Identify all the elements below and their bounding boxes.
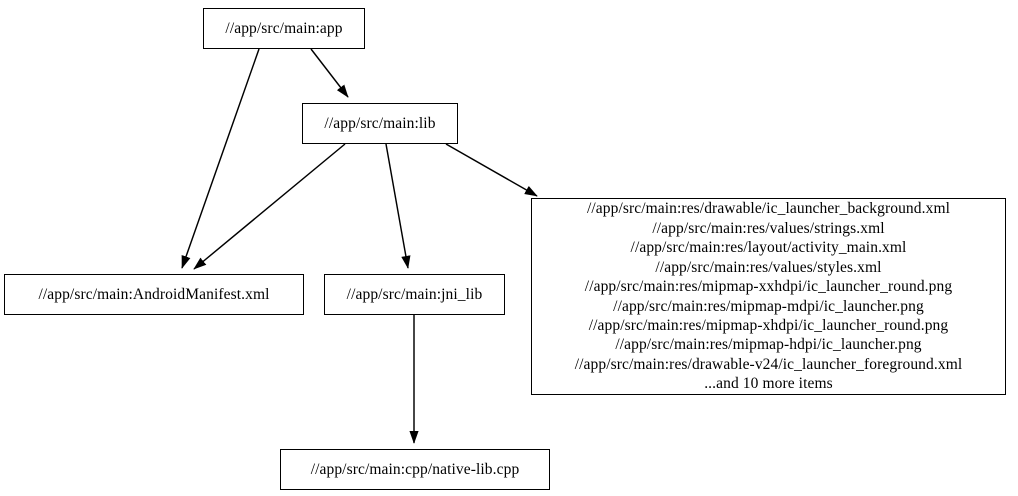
- edge-lib-to-manifest: [193, 143, 346, 270]
- edge-lib-to-jni-lib: [385, 143, 411, 269]
- graph-node-res-file-list[interactable]: //app/src/main:res/drawable/ic_launcher_…: [531, 198, 1006, 395]
- graph-node-native-lib-cpp[interactable]: //app/src/main:cpp/native-lib.cpp: [280, 449, 550, 490]
- graph-node-lib[interactable]: //app/src/main:lib: [302, 103, 458, 144]
- graph-node-android-manifest-label: //app/src/main:AndroidManifest.xml: [38, 285, 270, 303]
- graph-node-native-lib-cpp-label: //app/src/main:cpp/native-lib.cpp: [310, 460, 520, 478]
- edge-app-to-lib: [310, 48, 349, 98]
- graph-node-app-label: //app/src/main:app: [225, 19, 343, 37]
- graph-node-app[interactable]: //app/src/main:app: [203, 8, 365, 49]
- graph-node-android-manifest[interactable]: //app/src/main:AndroidManifest.xml: [4, 274, 304, 315]
- edge-lib-to-reslist: [445, 143, 538, 197]
- graph-node-jni-lib[interactable]: //app/src/main:jni_lib: [324, 274, 505, 315]
- graph-node-res-file-list-label: //app/src/main:res/drawable/ic_launcher_…: [574, 200, 963, 393]
- graph-node-lib-label: //app/src/main:lib: [324, 114, 436, 132]
- edge-app-to-manifest: [181, 48, 260, 269]
- graph-node-jni-lib-label: //app/src/main:jni_lib: [346, 285, 483, 303]
